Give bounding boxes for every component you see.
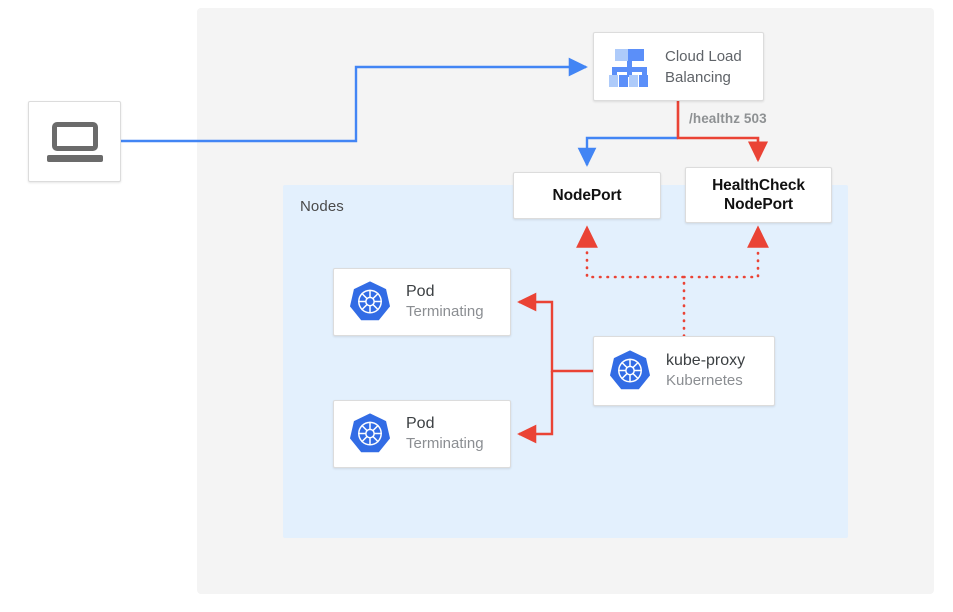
healthcheck-nodeport-card: HealthCheck NodePort [685, 167, 832, 223]
pod-title-1: Pod [406, 283, 435, 301]
laptop-base-part [46, 154, 103, 162]
pod-status-1: Terminating [406, 303, 484, 321]
laptop-icon [46, 121, 103, 162]
pod-text-1: Pod Terminating [406, 282, 484, 322]
pod-title-2: Pod [406, 415, 435, 433]
kube-proxy-subtitle: Kubernetes [666, 372, 743, 390]
kube-proxy-title: kube-proxy [666, 352, 746, 370]
pod-text-2: Pod Terminating [406, 414, 484, 454]
healthz-edge-label: /healthz 503 [689, 111, 767, 126]
nodeport-label: NodePort [552, 187, 622, 204]
kubernetes-icon [609, 350, 651, 390]
kubernetes-icon [349, 281, 391, 321]
pod-status-2: Terminating [406, 435, 484, 453]
cloud-load-balancing-label: Cloud Load Balancing [665, 47, 742, 86]
cloud-load-balancing-icon [606, 47, 652, 87]
nodeport-card: NodePort [513, 172, 661, 219]
cloud-load-balancing-card: Cloud Load Balancing [593, 32, 764, 101]
kube-proxy-text: kube-proxy Kubernetes [666, 351, 745, 391]
client-device-card [28, 101, 121, 182]
kube-proxy-card: kube-proxy Kubernetes [593, 336, 775, 406]
laptop-screen-part [51, 121, 98, 151]
kubernetes-icon [349, 413, 391, 453]
healthcheck-nodeport-label: HealthCheck NodePort [712, 177, 805, 213]
nodes-region-label: Nodes [300, 198, 344, 215]
pod-card-2: Pod Terminating [333, 400, 511, 468]
pod-card-1: Pod Terminating [333, 268, 511, 336]
